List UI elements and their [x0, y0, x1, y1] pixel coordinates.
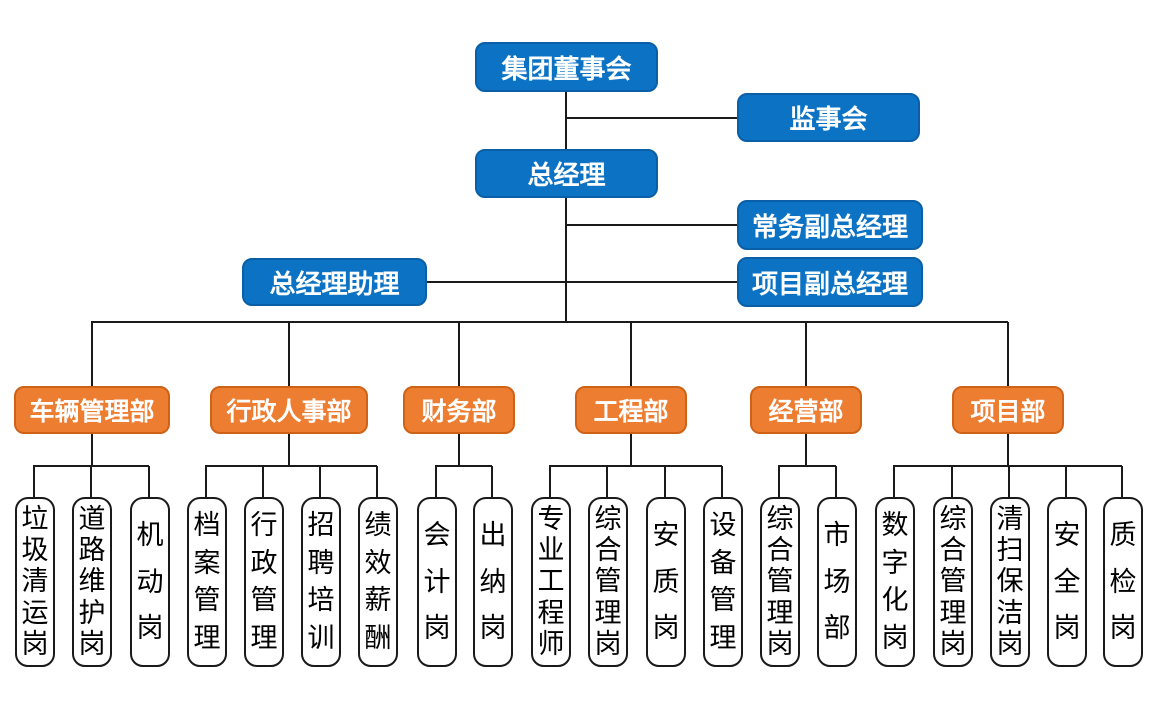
leaf-position: 垃圾清运岗 [15, 497, 55, 667]
leaf-position: 设备管理 [703, 497, 743, 667]
connector-line [288, 322, 290, 386]
connector-line [893, 466, 895, 497]
connector-line [1065, 466, 1067, 497]
connector-line [778, 466, 780, 497]
connector-line [491, 466, 493, 497]
connector-line [1007, 434, 1009, 466]
leaf-position: 机动岗 [130, 497, 170, 667]
connector-line [805, 434, 807, 466]
connector-line [319, 466, 321, 497]
connector-line [1007, 322, 1009, 386]
node-project-deputy-gm: 项目副总经理 [737, 257, 923, 307]
leaf-position: 行政管理 [244, 497, 284, 667]
connector-line [91, 321, 1008, 323]
leaf-position: 安全岗 [1047, 497, 1087, 667]
connector-line [262, 466, 264, 497]
leaf-position: 会计岗 [417, 497, 457, 667]
connector-line [630, 434, 632, 466]
leaf-position: 道路维护岗 [72, 497, 112, 667]
connector-line [435, 465, 492, 467]
connector-line [91, 434, 93, 466]
leaf-position: 清扫保洁岗 [990, 497, 1030, 667]
leaf-position: 招聘培训 [301, 497, 341, 667]
leaf-position: 安质岗 [646, 497, 686, 667]
dept-project: 项目部 [952, 386, 1064, 434]
node-supervisory-board: 监事会 [737, 93, 920, 142]
dept-operations: 经营部 [750, 386, 862, 434]
connector-line [565, 92, 567, 149]
leaf-position: 数字化岗 [875, 497, 915, 667]
connector-line [91, 322, 93, 386]
connector-line [33, 466, 35, 497]
connector-line [458, 322, 460, 386]
connector-line [549, 465, 722, 467]
connector-line [205, 465, 377, 467]
leaf-position: 专业工程师 [531, 497, 571, 667]
node-group-board: 集团董事会 [475, 42, 658, 92]
connector-line [90, 466, 92, 497]
connector-line [427, 281, 737, 283]
connector-line [458, 434, 460, 466]
node-executive-deputy-gm: 常务副总经理 [737, 200, 923, 250]
leaf-position: 综合管理岗 [588, 497, 628, 667]
connector-line [721, 466, 723, 497]
connector-line [664, 466, 666, 497]
connector-line [893, 465, 1122, 467]
connector-line [805, 322, 807, 386]
connector-line [288, 434, 290, 466]
leaf-position: 市场部 [817, 497, 857, 667]
dept-engineering: 工程部 [575, 386, 687, 434]
connector-line [148, 466, 150, 497]
connector-line [565, 198, 567, 322]
leaf-position: 综合管理岗 [933, 497, 973, 667]
connector-line [376, 466, 378, 497]
connector-line [778, 465, 836, 467]
connector-line [205, 466, 207, 497]
connector-line [630, 322, 632, 386]
dept-finance: 财务部 [403, 386, 515, 434]
leaf-position: 出纳岗 [473, 497, 513, 667]
connector-line [835, 466, 837, 497]
node-general-manager: 总经理 [475, 149, 658, 198]
leaf-position: 质检岗 [1103, 497, 1143, 667]
connector-line [1008, 466, 1010, 497]
leaf-position: 档案管理 [187, 497, 227, 667]
connector-line [549, 466, 551, 497]
connector-line [606, 466, 608, 497]
connector-line [566, 224, 737, 226]
connector-line [566, 117, 737, 119]
connector-line [951, 466, 953, 497]
connector-line [435, 466, 437, 497]
node-gm-assistant: 总经理助理 [242, 258, 427, 306]
connector-line [1121, 466, 1123, 497]
leaf-position: 绩效薪酬 [358, 497, 398, 667]
dept-vehicle-management: 车辆管理部 [14, 386, 170, 434]
dept-admin-hr: 行政人事部 [210, 386, 368, 434]
leaf-position: 综合管理岗 [760, 497, 800, 667]
